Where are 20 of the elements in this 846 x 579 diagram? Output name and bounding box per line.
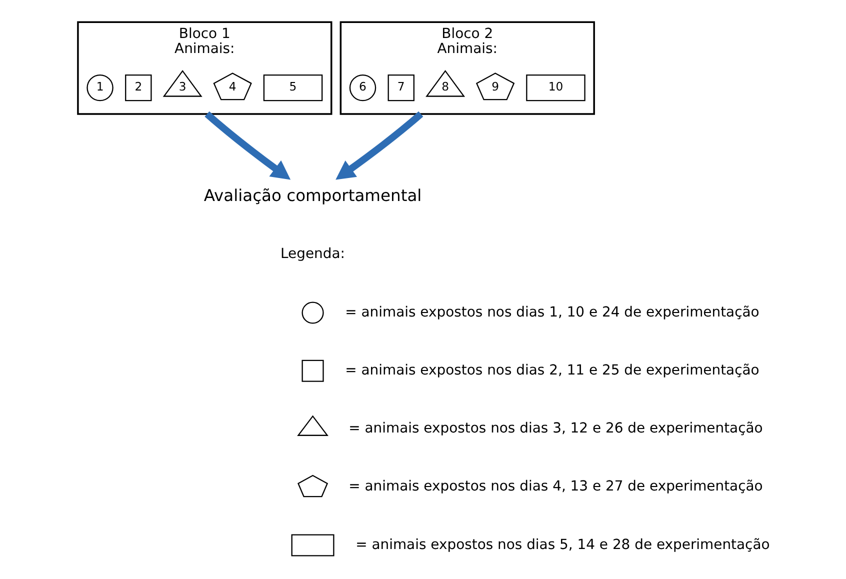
legend-label: = animais expostos nos dias 5, 14 e 28 de experimentação [355,536,770,553]
node-text: Avaliação comportamental [203,186,422,205]
legend-label: = animais expostos nos dias 2, 11 e 25 de experimentação [344,362,759,378]
legend-label: = animais expostos nos dias 3, 12 e 26 de experimentação [348,420,762,437]
arrow [335,111,423,180]
node-box [301,360,324,382]
legend-label: = animais expostos nos dias 1, 10 e 24 de experimentação [344,304,759,320]
node-box: 2 [124,74,152,102]
label: Legenda: [280,246,344,262]
node-box [290,534,334,556]
node-box: 5 [262,74,322,102]
node-circle: 6 [348,74,376,102]
arrow [204,111,290,180]
node-circle [301,302,324,324]
node-box: 7 [387,74,414,102]
legend-label: = animais expostos nos dias 4, 13 e 27 de experimentação [348,478,762,495]
node-triangle [296,415,328,436]
node-pentagon [297,474,328,498]
node-box: 10 [526,74,585,102]
node-circle: 1 [86,74,113,102]
